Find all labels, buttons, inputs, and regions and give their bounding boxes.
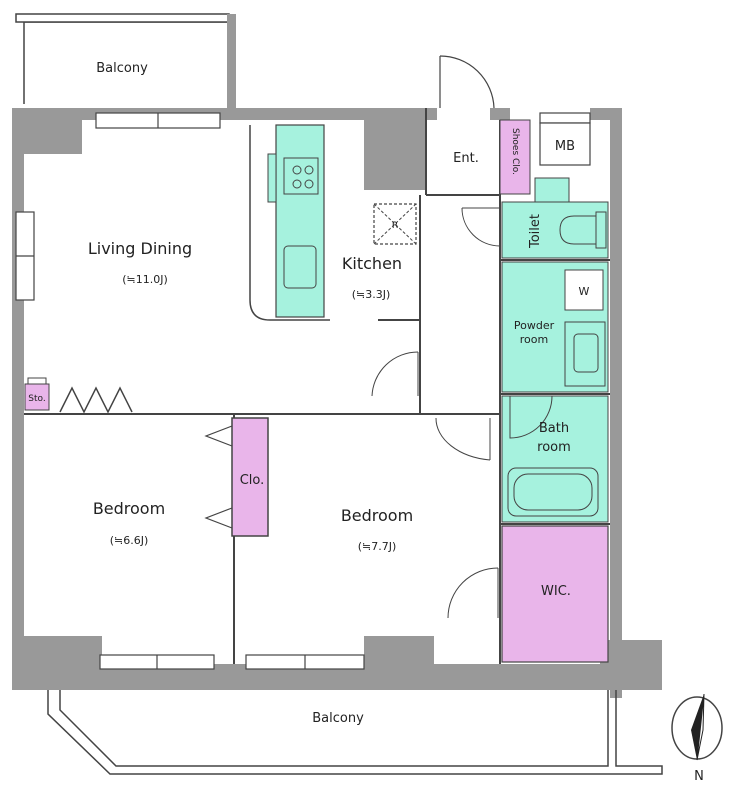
balcony-top: Balcony [15, 13, 236, 108]
entrance-door-swing [439, 55, 495, 109]
bedroom-west: Bedroom (≒6.6J) [93, 425, 233, 547]
shoes-closet [499, 119, 531, 195]
living-dining-area: (≒11.0J) [122, 273, 168, 286]
folding-door [59, 386, 133, 414]
balcony-bottom: Balcony [47, 690, 663, 775]
closet: Clo. [231, 417, 269, 537]
bedroom-west-label: Bedroom [93, 499, 165, 518]
living-dining-label: Living Dining [88, 239, 192, 258]
entrance-label: Ent. [453, 151, 479, 166]
kitchen-area: (≒3.3J) [352, 288, 391, 301]
windows [15, 112, 591, 670]
powder-room-label-2: room [520, 333, 548, 346]
meter-box-label: MB [555, 139, 575, 154]
powder-room-label-1: Powder [514, 319, 555, 332]
bedroom-west-area: (≒6.6J) [110, 534, 149, 547]
refrigerator-space: R [373, 203, 417, 245]
bath-room: Bath room [501, 395, 609, 523]
north-label: N [694, 769, 704, 784]
toilet-label: Toilet [528, 214, 543, 249]
washer-label: W [579, 285, 590, 298]
wic-label: WIC. [541, 584, 571, 599]
north-arrow-icon: N [671, 693, 723, 784]
bath-room-label-1: Bath [539, 421, 569, 436]
powder-room: W Powder room [501, 261, 609, 393]
balcony-top-label: Balcony [96, 61, 148, 76]
storage-label: Sto. [28, 394, 45, 404]
toilet-fixture [559, 215, 597, 245]
hall-doors [371, 351, 558, 397]
entrance: Ent. Shoes Clo. MB [439, 55, 591, 247]
svg-text:R: R [392, 221, 398, 231]
washer-space [564, 269, 604, 311]
sink [283, 245, 317, 289]
kitchen: R Kitchen (≒3.3J) [249, 124, 417, 321]
bedroom-east: Bedroom (≒7.7J) [341, 417, 499, 619]
stove [283, 157, 319, 195]
bath-room-label-2: room [537, 440, 571, 455]
bedroom-east-label: Bedroom [341, 506, 413, 525]
meter-box [539, 122, 591, 166]
living-dining-room: Living Dining (≒11.0J) Sto. [24, 239, 192, 414]
closet-label: Clo. [240, 473, 265, 488]
balcony-bottom-label: Balcony [312, 711, 364, 726]
walk-in-closet: WIC. [501, 525, 609, 663]
bedroom-east-area: (≒7.7J) [358, 540, 397, 553]
toilet-room: Toilet [501, 177, 609, 259]
shoes-closet-label: Shoes Clo. [510, 128, 520, 175]
kitchen-label: Kitchen [342, 254, 402, 273]
